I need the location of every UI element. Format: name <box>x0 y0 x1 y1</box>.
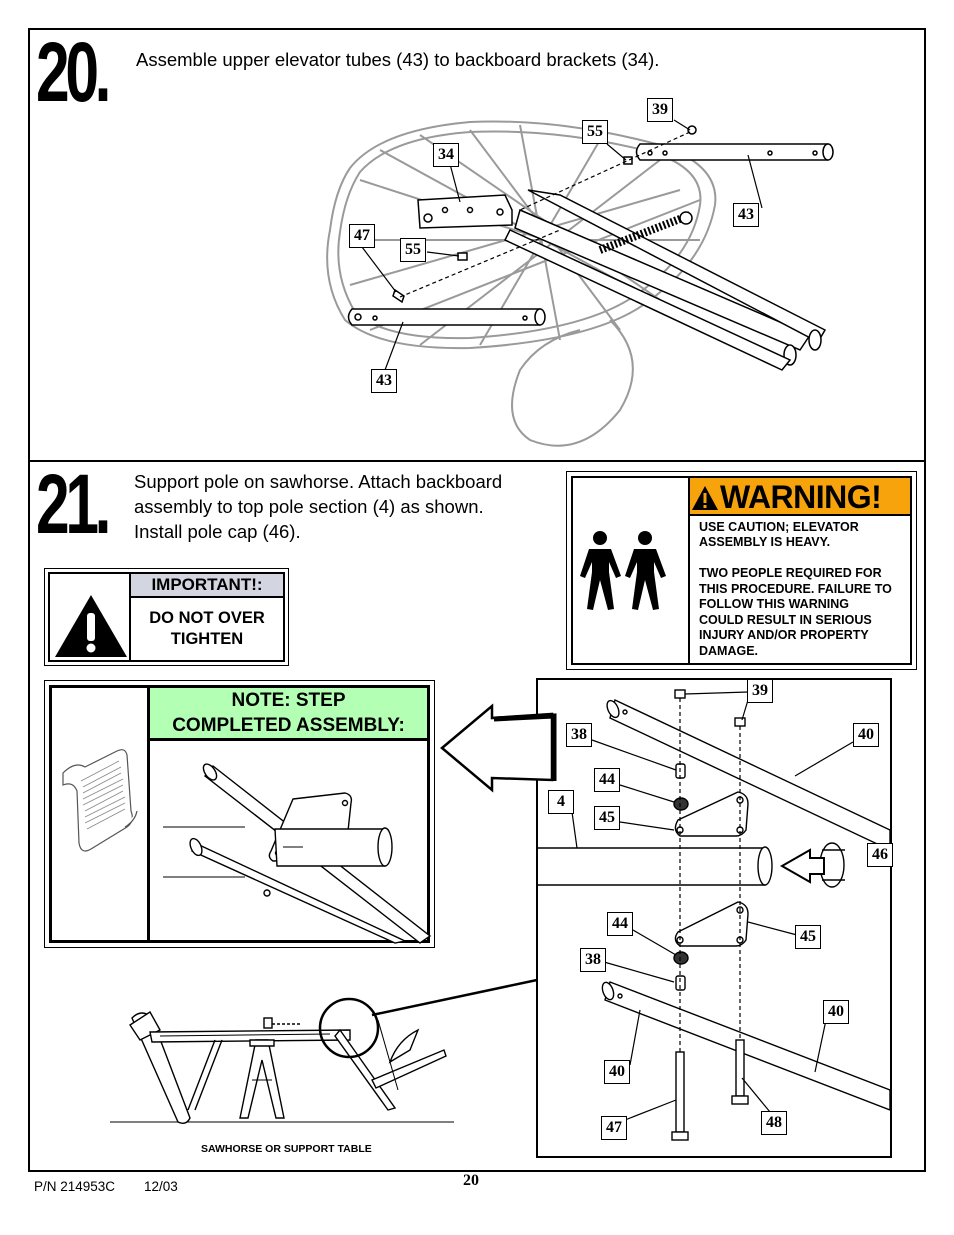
warning-line-2: ASSEMBLY IS HEAVY. <box>699 535 831 549</box>
warning-title: WARNING! <box>720 479 882 515</box>
callout-38: 38 <box>580 948 606 972</box>
callout-4: 4 <box>548 790 574 814</box>
note-title-line-2: COMPLETED ASSEMBLY: <box>172 715 405 736</box>
footer-part-number: P/N 214953C <box>34 1179 116 1194</box>
footer-date: 12/03 <box>144 1179 178 1194</box>
two-people-icon <box>580 531 666 610</box>
callout-43: 43 <box>371 369 397 393</box>
exclamation-warning-icon <box>55 595 127 657</box>
callout-43: 43 <box>733 203 759 227</box>
step-21-instruction-line-3: Install pole cap (46). <box>134 521 301 542</box>
warning-line-8: INJURY AND/OR PROPERTY <box>699 628 869 642</box>
warning-line-1: USE CAUTION; ELEVATOR <box>699 520 859 534</box>
step-21-instruction-line-1: Support pole on sawhorse. Attach backboa… <box>134 471 503 492</box>
step-21-panel <box>28 460 926 1172</box>
callout-40: 40 <box>853 723 879 747</box>
callout-46: 46 <box>867 843 893 867</box>
instruction-sheet-icon <box>62 749 138 852</box>
warning-header: WARNING! <box>690 478 910 516</box>
step-21-number: 21. <box>36 457 111 551</box>
warning-box: WARNING! USE CAUTION; ELEVATOR ASSEMBLY … <box>566 471 917 670</box>
alert-triangle-icon <box>692 486 718 510</box>
warning-line-4: TWO PEOPLE REQUIRED FOR <box>699 566 882 580</box>
important-body-line-1: DO NOT OVER <box>149 609 265 627</box>
warning-line-6: FOLLOW THIS WARNING <box>699 597 849 611</box>
callout-47: 47 <box>601 1116 627 1140</box>
note-header: NOTE: STEP COMPLETED ASSEMBLY: <box>150 688 427 741</box>
important-box: IMPORTANT!: DO NOT OVER TIGHTEN <box>44 568 289 666</box>
callout-55: 55 <box>582 120 608 144</box>
callout-48: 48 <box>761 1111 787 1135</box>
callout-47: 47 <box>349 224 375 248</box>
callout-38: 38 <box>566 723 592 747</box>
callout-39: 39 <box>747 679 773 703</box>
callout-40: 40 <box>823 1000 849 1024</box>
callout-45: 45 <box>795 925 821 949</box>
step-20-instruction: Assemble upper elevator tubes (43) to ba… <box>136 49 660 70</box>
warning-line-7: COULD RESULT IN SERIOUS <box>699 613 872 627</box>
callout-39: 39 <box>647 98 673 122</box>
warning-line-9: DAMAGE. <box>699 644 759 658</box>
important-body-line-2: TIGHTEN <box>170 630 244 648</box>
step-20-number: 20. <box>36 25 111 119</box>
page-number: 20 <box>463 1172 479 1189</box>
important-title: IMPORTANT!: <box>131 574 283 598</box>
warning-line-5: THIS PROCEDURE. FAILURE TO <box>699 582 892 596</box>
callout-44: 44 <box>594 768 620 792</box>
completed-assembly-illustration <box>163 763 432 944</box>
sawhorse-caption: SAWHORSE OR SUPPORT TABLE <box>201 1143 372 1155</box>
step-21-instruction-line-2: assembly to top pole section (4) as show… <box>134 496 484 517</box>
note-title-line-1: NOTE: STEP <box>231 690 346 711</box>
callout-44: 44 <box>607 912 633 936</box>
callout-55: 55 <box>400 238 426 262</box>
callout-40: 40 <box>604 1060 630 1084</box>
callout-34: 34 <box>433 143 459 167</box>
callout-45: 45 <box>594 806 620 830</box>
note-box: NOTE: STEP COMPLETED ASSEMBLY: <box>44 680 435 948</box>
